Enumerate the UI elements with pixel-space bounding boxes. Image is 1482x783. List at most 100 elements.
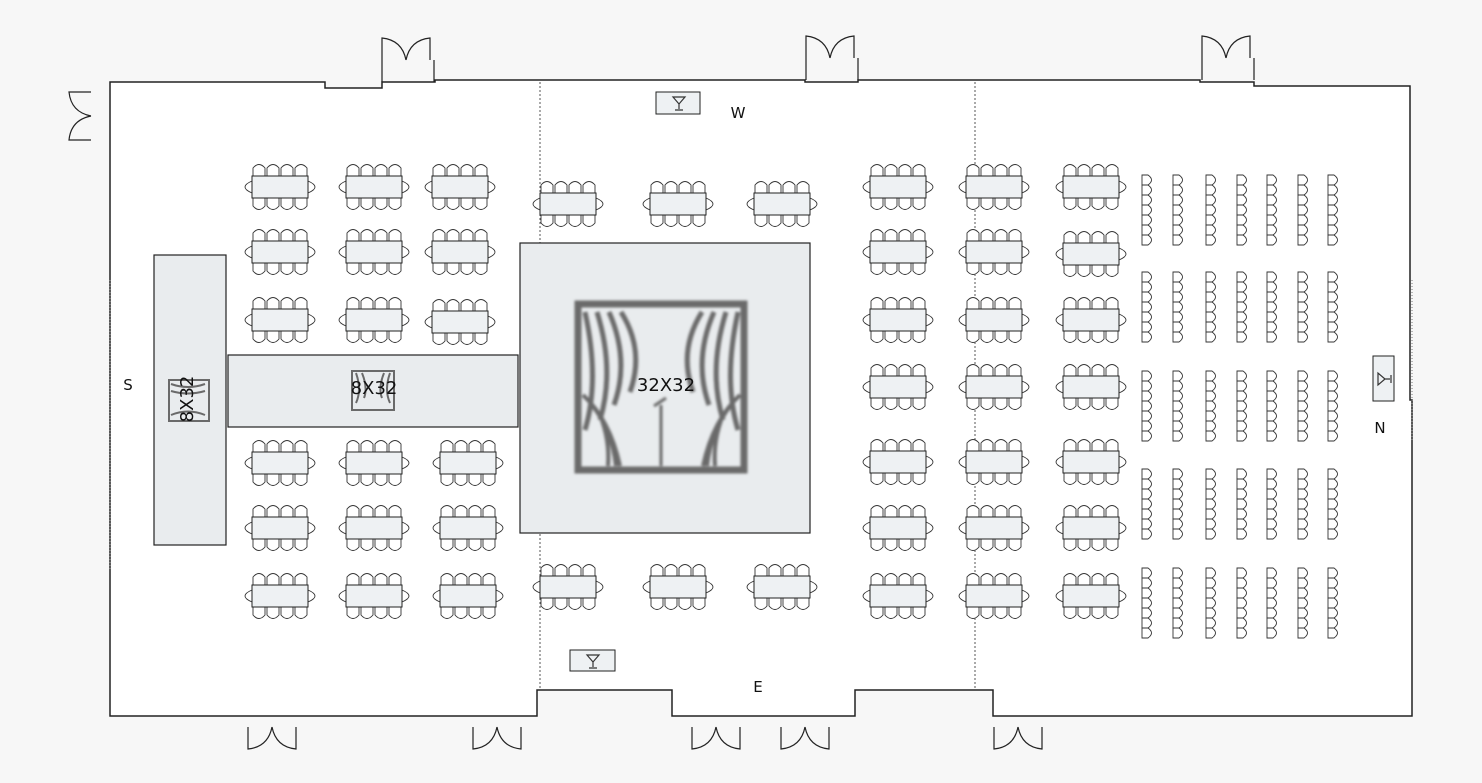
- theater-chair: [1205, 370, 1216, 382]
- theater-chair: [1327, 617, 1338, 629]
- theater-chair: [1297, 301, 1308, 313]
- theater-chair: [1327, 380, 1338, 392]
- theater-chair: [1266, 174, 1277, 186]
- double-door-icon: [993, 726, 1043, 750]
- theater-chair: [1297, 370, 1308, 382]
- double-door-icon: [805, 35, 855, 59]
- theater-chair: [1141, 468, 1152, 480]
- theater-chair: [1236, 214, 1247, 226]
- theater-chair: [1266, 271, 1277, 283]
- theater-chair: [1236, 468, 1247, 480]
- theater-chair: [1205, 234, 1216, 246]
- theater-chair: [1266, 301, 1277, 313]
- theater-chair: [1327, 301, 1338, 313]
- theater-chair: [1205, 567, 1216, 579]
- theater-chair: [1327, 587, 1338, 599]
- theater-chair: [1266, 331, 1277, 343]
- banquet-table: [862, 573, 934, 619]
- theater-chair: [1266, 321, 1277, 333]
- theater-chair: [1205, 400, 1216, 412]
- theater-chair: [1172, 204, 1183, 216]
- theater-chair: [1266, 597, 1277, 609]
- theater-chair: [1205, 214, 1216, 226]
- main-stage-label: 32X32: [637, 375, 695, 396]
- theater-chair: [1236, 400, 1247, 412]
- theater-chair: [1172, 321, 1183, 333]
- banquet-table: [862, 229, 934, 275]
- banquet-table: [424, 229, 496, 275]
- theater-chair: [1327, 214, 1338, 226]
- theater-chair: [1141, 597, 1152, 609]
- double-door-icon: [1201, 35, 1251, 59]
- theater-chair: [1205, 380, 1216, 392]
- theater-chair: [1297, 204, 1308, 216]
- banquet-table: [1055, 573, 1127, 619]
- theater-chair: [1266, 498, 1277, 510]
- theater-chair: [1327, 390, 1338, 402]
- banquet-table: [338, 297, 410, 343]
- theater-chair: [1297, 430, 1308, 442]
- theater-chair: [1266, 528, 1277, 540]
- theater-chair: [1205, 528, 1216, 540]
- theater-chair: [1141, 518, 1152, 530]
- banquet-table: [642, 564, 714, 610]
- theater-chair: [1205, 321, 1216, 333]
- double-door-icon: [247, 726, 297, 750]
- theater-chair: [1205, 204, 1216, 216]
- theater-chair: [1236, 587, 1247, 599]
- theater-chairs: [1141, 174, 1338, 639]
- theater-chair: [1236, 607, 1247, 619]
- theater-chair: [1141, 577, 1152, 589]
- theater-chair: [1141, 587, 1152, 599]
- theater-chair: [1205, 420, 1216, 432]
- theater-chair: [1327, 410, 1338, 422]
- direction-label-west: W: [731, 104, 746, 122]
- banquet-table: [958, 229, 1030, 275]
- theater-chair: [1172, 528, 1183, 540]
- theater-chair: [1205, 224, 1216, 236]
- theater-chair: [1172, 498, 1183, 510]
- main-stage: 32X32: [519, 242, 811, 534]
- theater-chair: [1327, 528, 1338, 540]
- theater-chair: [1327, 331, 1338, 343]
- theater-chair: [1327, 370, 1338, 382]
- theater-chair: [1266, 577, 1277, 589]
- theater-chair: [1327, 321, 1338, 333]
- banquet-table: [958, 164, 1030, 210]
- theater-chair: [1297, 518, 1308, 530]
- theater-chair: [1297, 331, 1308, 343]
- theater-chair: [1327, 508, 1338, 520]
- theater-chair: [1172, 291, 1183, 303]
- theater-chair: [1205, 607, 1216, 619]
- theater-chair: [1141, 498, 1152, 510]
- theater-chair: [1205, 174, 1216, 186]
- banquet-table: [424, 164, 496, 210]
- theater-chair: [1141, 420, 1152, 432]
- theater-chair: [1266, 607, 1277, 619]
- banquet-table: [432, 440, 504, 486]
- theater-chair: [1205, 478, 1216, 490]
- theater-chair: [1236, 174, 1247, 186]
- theater-chair: [1236, 488, 1247, 500]
- theater-chair: [1205, 311, 1216, 323]
- theater-chair: [1236, 224, 1247, 236]
- theater-chair: [1172, 567, 1183, 579]
- theater-chair: [1236, 430, 1247, 442]
- theater-chair: [1172, 380, 1183, 392]
- banquet-table: [244, 229, 316, 275]
- theater-chair: [1172, 281, 1183, 293]
- theater-chair: [1266, 214, 1277, 226]
- theater-chair: [1327, 281, 1338, 293]
- banquet-table: [1055, 297, 1127, 343]
- banquet-table: [532, 181, 604, 227]
- double-door-icon: [381, 37, 431, 61]
- theater-chair: [1266, 380, 1277, 392]
- double-door-icon: [691, 726, 741, 750]
- theater-chair: [1266, 617, 1277, 629]
- theater-chair: [1297, 234, 1308, 246]
- bar-station-west: [655, 91, 701, 115]
- theater-chair: [1141, 380, 1152, 392]
- theater-chair: [1297, 224, 1308, 236]
- banquet-table: [862, 364, 934, 410]
- theater-chair: [1172, 478, 1183, 490]
